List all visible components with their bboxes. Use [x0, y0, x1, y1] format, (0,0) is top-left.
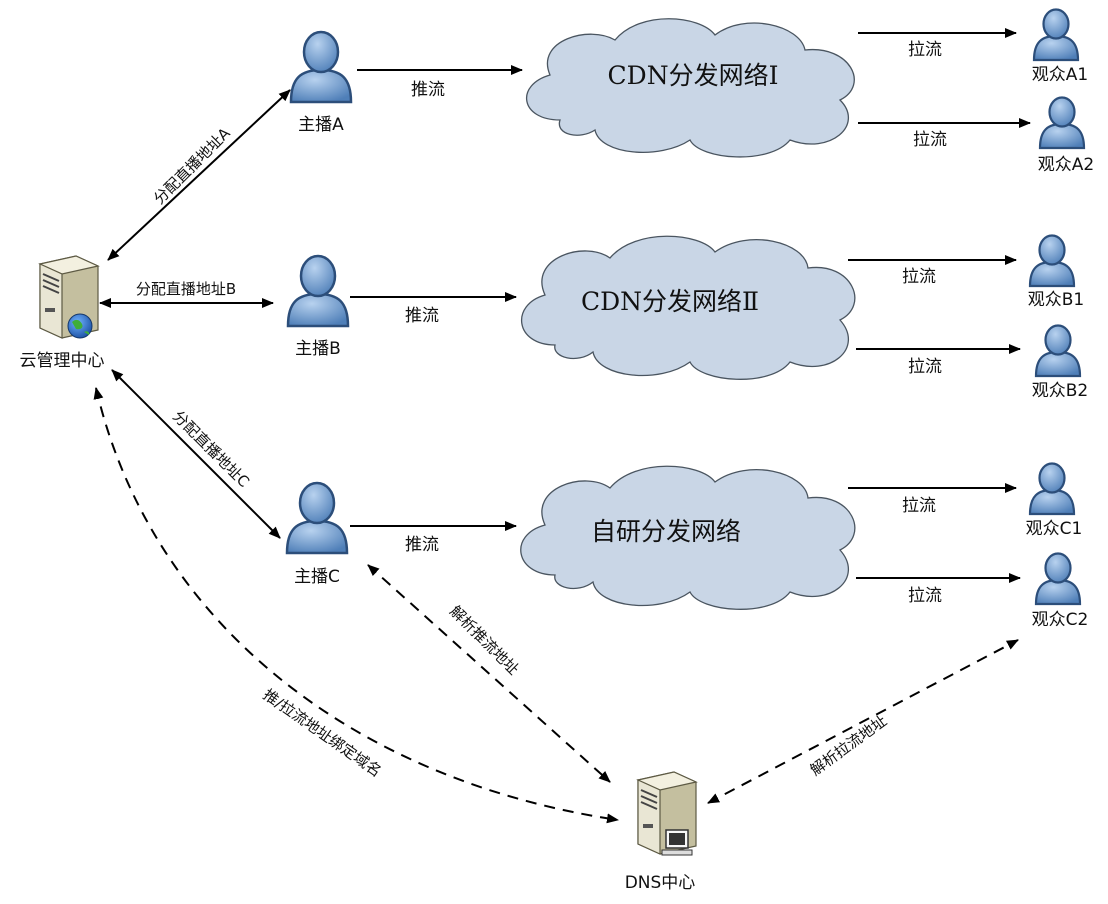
viewer-a2-label: 观众A2: [1038, 155, 1094, 175]
viewer-b2-label: 观众B2: [1032, 381, 1088, 401]
anchor-a-label: 主播A: [298, 115, 344, 135]
viewer-c1-person-icon: [1028, 462, 1076, 516]
anchor-b-person-icon: [286, 254, 350, 328]
cdn2-cloud: [520, 235, 856, 380]
anchor-c-person-icon: [285, 481, 349, 555]
cloud-management-server-icon: [39, 255, 99, 339]
pull-c2-label: 拉流: [908, 586, 942, 606]
viewer-c1-label: 观众C1: [1026, 519, 1083, 539]
assign-a-arrow: [107, 89, 291, 261]
pull-a2-label: 拉流: [913, 130, 947, 150]
viewer-b1-label: 观众B1: [1028, 290, 1084, 310]
cdn2-label: CDN分发网络Ⅱ: [581, 287, 759, 316]
push-b-label: 推流: [405, 306, 439, 326]
self-net-label: 自研分发网络: [591, 517, 741, 546]
bind-domain-arrow: [93, 387, 619, 824]
cdn1-cloud: [525, 18, 855, 158]
assign-c-arrow: [111, 369, 281, 539]
pull-b1-label: 拉流: [902, 267, 936, 287]
viewer-a1-label: 观众A1: [1032, 65, 1088, 85]
pull-b2-label: 拉流: [908, 357, 942, 377]
dns-center-label: DNS中心: [625, 873, 696, 893]
viewer-b1-person-icon: [1028, 234, 1076, 288]
anchor-b-label: 主播B: [295, 339, 341, 359]
cloud-center-label: 云管理中心: [20, 351, 105, 371]
bind-domain-label: 推/拉流地址绑定域名: [260, 686, 385, 781]
viewer-c2-person-icon: [1034, 552, 1082, 606]
cdn1-label: CDN分发网络Ⅰ: [608, 61, 779, 90]
anchor-a-person-icon: [289, 30, 353, 104]
push-a-label: 推流: [411, 80, 445, 100]
viewer-a1-person-icon: [1032, 8, 1080, 62]
viewer-c2-label: 观众C2: [1032, 610, 1089, 630]
resolve-push-arrow: [367, 564, 611, 783]
assign-a-label: 分配直播地址A: [150, 124, 234, 208]
viewer-b2-person-icon: [1034, 324, 1082, 378]
push-c-label: 推流: [405, 535, 439, 555]
resolve-pull-label: 解析拉流地址: [807, 712, 890, 779]
pull-a1-label: 拉流: [908, 40, 942, 60]
resolve-push-label: 解析推流地址: [446, 602, 522, 678]
anchor-c-label: 主播C: [294, 567, 340, 587]
assign-c-label: 分配直播地址C: [169, 407, 253, 491]
resolve-pull-arrow: [707, 639, 1019, 804]
assign-b-label: 分配直播地址B: [136, 280, 236, 298]
dns-server-icon: [637, 771, 697, 856]
viewer-a2-person-icon: [1038, 96, 1086, 150]
pull-c1-label: 拉流: [902, 496, 936, 516]
